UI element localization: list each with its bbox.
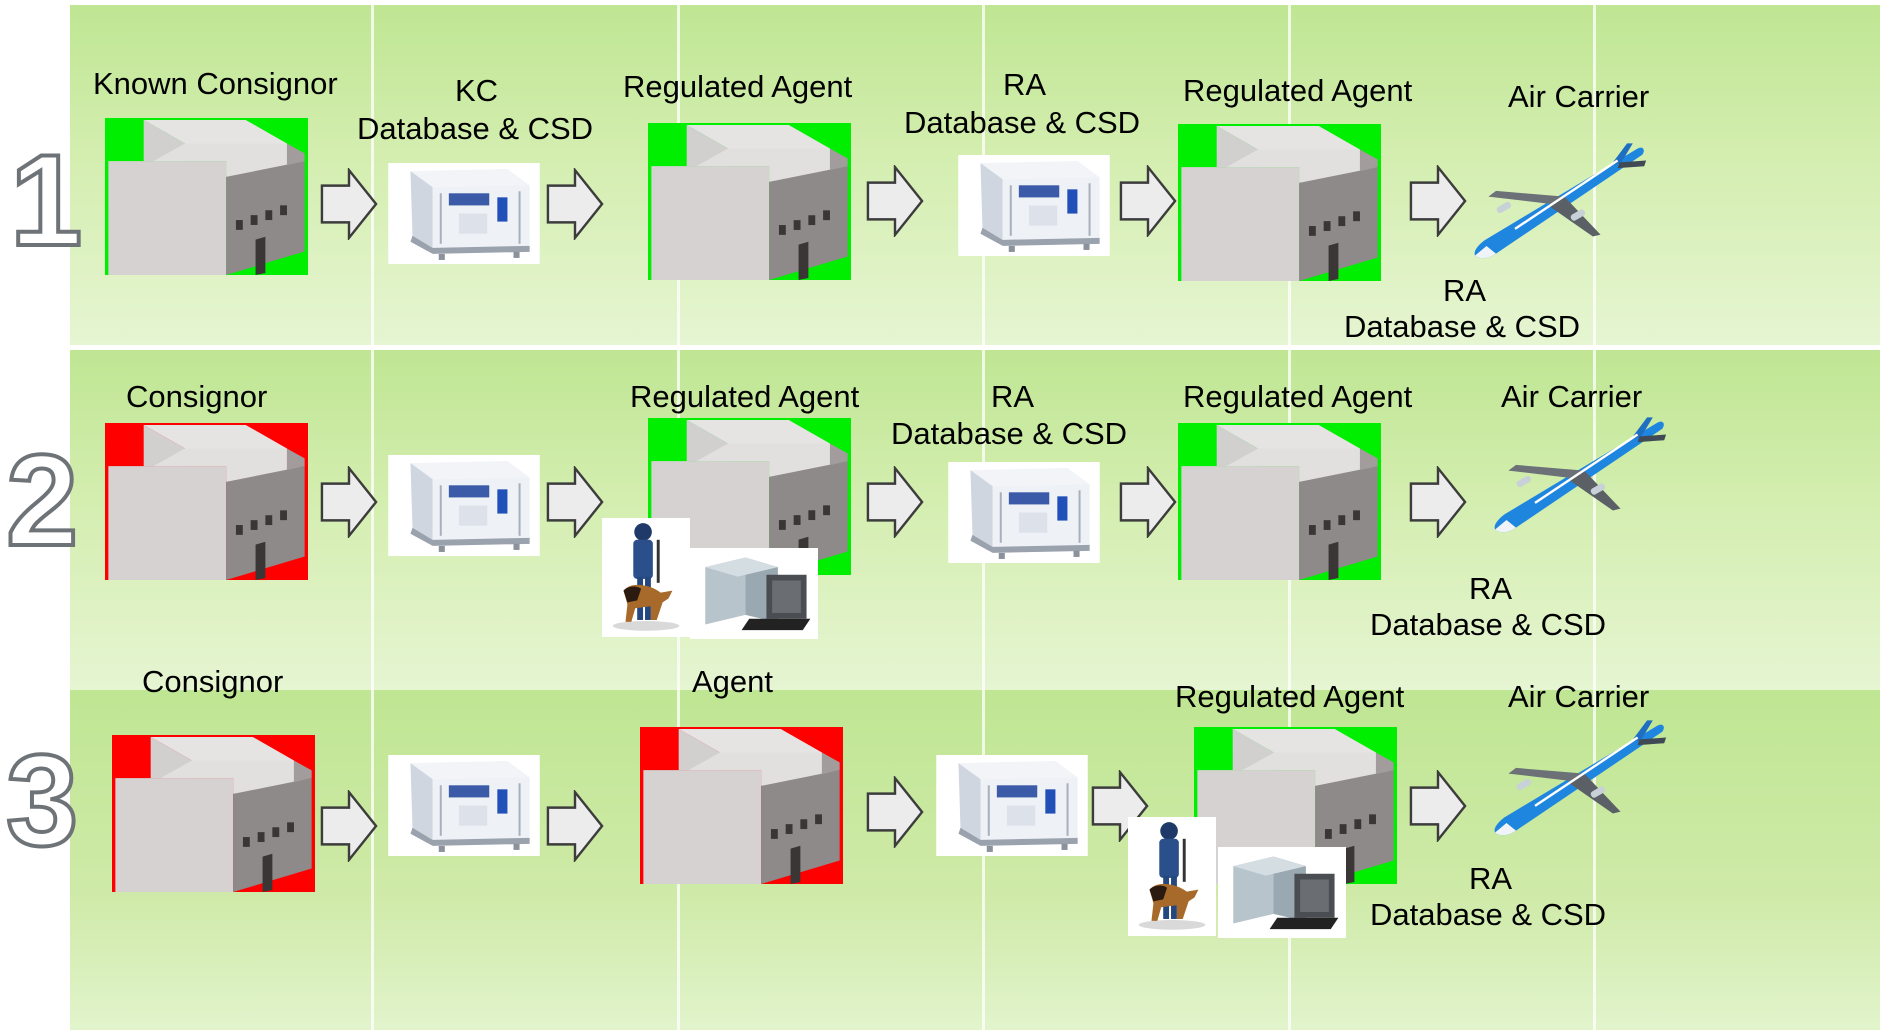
- agent-label: Regulated Agent: [1183, 73, 1413, 108]
- right-arrow-icon: [546, 790, 604, 867]
- uld-container-icon: [388, 455, 540, 561]
- transfer-label: Database & CSD: [891, 416, 1128, 451]
- origin-label: Consignor: [142, 664, 284, 699]
- dog-handler-icon: [602, 518, 690, 637]
- airplane-icon: [1478, 412, 1668, 557]
- carrier-db-label: Database & CSD: [1344, 309, 1581, 344]
- transfer-label: RA: [991, 379, 1035, 414]
- transfer-label: Database & CSD: [904, 105, 1141, 140]
- grid-line: [1593, 0, 1596, 1030]
- uld-container-icon: [958, 155, 1110, 261]
- warehouse-icon: [105, 423, 308, 580]
- carrier-db-label: Database & CSD: [1370, 897, 1607, 932]
- right-arrow-icon: [1409, 466, 1467, 543]
- carrier-db-label: Database & CSD: [1370, 607, 1607, 642]
- origin-label: Known Consignor: [93, 66, 338, 101]
- carrier-label: Air Carrier: [1508, 79, 1650, 114]
- xray-screener-icon: [1218, 847, 1346, 938]
- warehouse-icon: [1178, 423, 1381, 580]
- airplane-icon: [1478, 715, 1668, 860]
- warehouse-icon: [112, 735, 315, 892]
- uld-container-icon: [388, 755, 540, 861]
- warehouse-icon: [1178, 124, 1381, 281]
- warehouse-icon: [105, 118, 308, 275]
- agent-label: Regulated Agent: [1175, 679, 1405, 714]
- right-arrow-icon: [546, 466, 604, 543]
- right-arrow-icon: [320, 466, 378, 543]
- warehouse-icon: [648, 123, 851, 280]
- agent-label: Regulated Agent: [630, 379, 860, 414]
- right-arrow-icon: [546, 168, 604, 245]
- transfer-label: Database & CSD: [357, 111, 594, 146]
- right-arrow-icon: [866, 165, 924, 242]
- right-arrow-icon: [1119, 165, 1177, 242]
- airplane-icon: [1458, 138, 1648, 283]
- carrier-db-label: RA: [1469, 571, 1513, 606]
- agent-label: Regulated Agent: [623, 69, 853, 104]
- right-arrow-icon: [866, 466, 924, 543]
- uld-container-icon: [936, 755, 1088, 861]
- right-arrow-icon: [1409, 770, 1467, 847]
- right-arrow-icon: [1119, 466, 1177, 543]
- uld-container-icon: [948, 462, 1100, 568]
- right-arrow-icon: [866, 776, 924, 853]
- grid-line: [371, 0, 374, 1030]
- dog-handler-icon: [1128, 817, 1216, 936]
- carrier-label: Air Carrier: [1508, 679, 1650, 714]
- band-separator: [70, 345, 1880, 350]
- uld-container-icon: [388, 163, 540, 269]
- row-number: 2: [4, 427, 80, 573]
- transfer-label: KC: [455, 73, 499, 108]
- right-arrow-icon: [320, 790, 378, 867]
- agent-label: Agent: [692, 664, 774, 699]
- warehouse-icon: [640, 727, 843, 884]
- origin-label: Consignor: [126, 379, 268, 414]
- agent-label: Regulated Agent: [1183, 379, 1413, 414]
- row-number: 1: [8, 127, 84, 273]
- xray-screener-icon: [690, 548, 818, 639]
- row-number: 3: [4, 727, 80, 873]
- carrier-label: Air Carrier: [1501, 379, 1643, 414]
- carrier-db-label: RA: [1469, 861, 1513, 896]
- transfer-label: RA: [1003, 67, 1047, 102]
- carrier-db-label: RA: [1443, 273, 1487, 308]
- right-arrow-icon: [320, 168, 378, 245]
